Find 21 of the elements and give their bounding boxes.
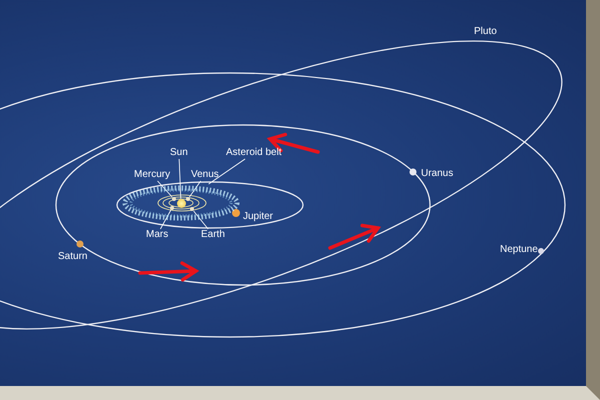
- leader-line: [208, 158, 246, 184]
- planet-label: Mercury: [134, 169, 170, 181]
- planet-label: Uranus: [421, 168, 454, 180]
- planet-label: Asteroid belt: [226, 147, 282, 159]
- planet-dot: [172, 197, 176, 201]
- planet-dot: [170, 206, 174, 210]
- planet-dot: [190, 207, 194, 211]
- planet-label: Saturn: [58, 251, 88, 263]
- planet-label: Venus: [191, 169, 219, 181]
- leader-line: [160, 210, 172, 230]
- leader-line: [189, 180, 202, 198]
- planet-label: Mars: [146, 229, 168, 241]
- leader-line: [157, 180, 173, 198]
- leader-line: [178, 158, 182, 199]
- planet-label: Neptune: [500, 244, 538, 256]
- planet-dot: [186, 197, 190, 201]
- planet-label: Pluto: [474, 26, 497, 38]
- planet-label: Earth: [201, 229, 225, 241]
- planet-label: Jupiter: [243, 211, 274, 223]
- leader-line: [193, 210, 209, 230]
- planet-label: Sun: [170, 147, 188, 159]
